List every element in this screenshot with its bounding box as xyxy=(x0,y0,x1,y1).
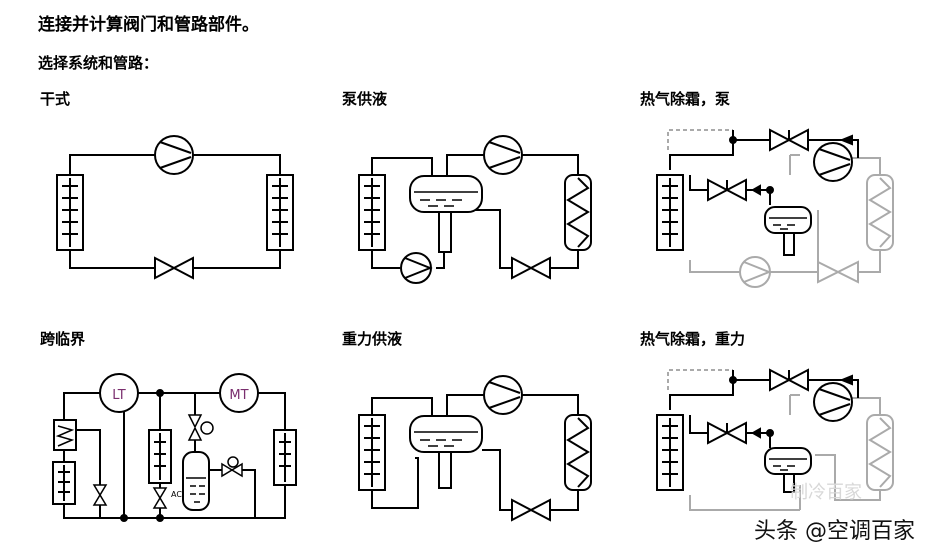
separator-icon xyxy=(764,447,812,493)
pipe xyxy=(482,449,579,511)
expansion-valve-icon xyxy=(511,256,551,280)
compressor-icon xyxy=(483,375,523,415)
watermark-logo: 制冷百家 xyxy=(790,482,862,503)
compressor-lt-label: LT xyxy=(112,388,125,403)
evaporator-icon xyxy=(358,414,386,491)
flow-arrow xyxy=(750,184,761,196)
system-label-hotgas-gravity[interactable]: 热气除霜，重力 xyxy=(640,330,746,348)
heat-exchanger-icon xyxy=(53,419,77,451)
compressor-icon xyxy=(483,135,523,175)
pipe xyxy=(463,209,579,269)
diagram-transcritical[interactable]: LT MT AC xyxy=(52,373,297,522)
diagram-hotgas-pump[interactable] xyxy=(656,128,894,288)
flow-arrow xyxy=(750,427,761,439)
compressor-icon xyxy=(154,135,194,175)
pipe xyxy=(63,392,286,430)
diagram-pump[interactable] xyxy=(358,135,592,284)
flow-arrow xyxy=(839,134,853,146)
diagram-gravity[interactable] xyxy=(358,375,592,522)
evaporator-mt-icon xyxy=(148,429,172,484)
solenoid-valve-icon xyxy=(707,421,747,445)
pipe xyxy=(371,250,400,269)
pressure-valve-icon xyxy=(187,414,214,441)
compressor-icon xyxy=(813,142,853,182)
pipe xyxy=(446,154,579,178)
pipe xyxy=(436,250,445,269)
junction-dot xyxy=(729,136,737,144)
receiver-icon xyxy=(182,451,210,511)
pipe xyxy=(371,457,419,509)
system-label-pump[interactable]: 泵供液 xyxy=(342,90,388,108)
evaporator-icon xyxy=(656,414,684,491)
junction-dot xyxy=(156,389,164,397)
condenser-icon xyxy=(266,174,294,251)
compressor-icon xyxy=(813,382,853,422)
compressor-mt-icon xyxy=(219,373,259,413)
system-label-hotgas-pump[interactable]: 热气除霜，泵 xyxy=(640,90,731,108)
expansion-valve-icon xyxy=(154,256,194,280)
evaporator-icon xyxy=(656,174,684,251)
inactive-circuit xyxy=(667,129,894,288)
inactive-circuit xyxy=(667,369,894,511)
expansion-valve-icon xyxy=(221,456,243,478)
pipe xyxy=(69,154,281,175)
pipe xyxy=(669,130,734,170)
expansion-valve-icon xyxy=(511,498,551,522)
system-label-transcritical[interactable]: 跨临界 xyxy=(40,330,86,348)
pipe xyxy=(208,469,256,518)
junction-dot xyxy=(766,186,774,194)
evaporator-lt-icon xyxy=(52,461,76,505)
separator-icon xyxy=(764,206,812,256)
condenser-coil-icon xyxy=(564,174,592,251)
watermark-text: 头条 @空调百家 xyxy=(754,519,915,544)
section-subtitle: 选择系统和管路： xyxy=(38,54,159,72)
condenser-coil-icon xyxy=(564,414,592,491)
expansion-valve-icon xyxy=(152,487,168,509)
junction-dot xyxy=(729,376,737,384)
separator-icon xyxy=(409,415,483,489)
diagram-hotgas-gravity[interactable] xyxy=(656,368,894,511)
system-label-dry[interactable]: 干式 xyxy=(40,90,71,108)
page-title: 连接并计算阀门和管路部件。 xyxy=(38,15,259,35)
evaporator-icon xyxy=(358,174,386,251)
pump-icon xyxy=(400,252,433,284)
junction-dot xyxy=(120,514,128,522)
gas-cooler-icon xyxy=(273,429,297,486)
pipe xyxy=(371,157,433,178)
evaporator-icon xyxy=(56,174,84,251)
solenoid-valve-icon xyxy=(769,128,809,152)
pipe xyxy=(76,429,101,518)
pipe xyxy=(733,139,859,158)
expansion-valve-icon xyxy=(92,484,108,506)
solenoid-valve-icon xyxy=(769,368,809,392)
compressor-mt-label: MT xyxy=(229,388,248,403)
pipe xyxy=(733,379,859,398)
system-label-gravity[interactable]: 重力供液 xyxy=(342,330,403,348)
solenoid-valve-icon xyxy=(707,178,747,202)
flow-arrow xyxy=(839,374,853,386)
junction-dot xyxy=(156,514,164,522)
junction-dot xyxy=(766,429,774,437)
separator-icon xyxy=(409,175,483,253)
pipe xyxy=(63,450,286,519)
valve-label-ac: AC xyxy=(171,490,182,499)
compressor-lt-icon xyxy=(99,373,139,413)
diagram-dry[interactable] xyxy=(56,135,294,280)
pipe xyxy=(446,394,579,418)
pipe xyxy=(669,370,734,410)
pipe xyxy=(371,397,433,418)
pipe xyxy=(69,250,281,269)
